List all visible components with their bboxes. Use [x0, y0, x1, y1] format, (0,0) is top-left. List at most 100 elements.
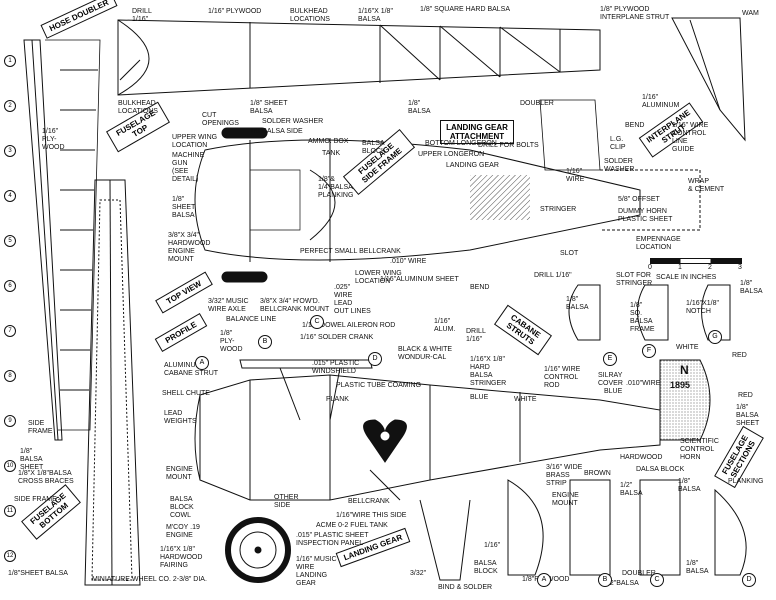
label-red-3: RED: [738, 392, 753, 399]
label-hardwood-engine-mount: 3/8"X 3/4" HARDWOOD ENGINE MOUNT: [168, 232, 211, 263]
label-brass-strip: 3/16" WIDE BRASS STRIP: [546, 464, 583, 487]
label-plastic-inspection: .015" PLASTIC SHEET INSPECTION PANEL: [296, 532, 369, 547]
station-number-2: 2: [4, 100, 16, 112]
station-number-10: 10: [4, 460, 16, 472]
label-plank: PLANK: [326, 396, 349, 403]
label-doubler-2: DOUBLER: [622, 570, 656, 577]
landing-gear-attachment-tag: LANDING GEAR ATTACHMENT: [440, 120, 514, 144]
label-black-white-wondur: BLACK & WHITE WONDUR-CAL: [398, 346, 453, 361]
label-ply-wood-116: 1/16" PLY- WOOD: [42, 128, 65, 151]
label-perfect-bellcrank: PERFECT SMALL BELLCRANK: [300, 248, 401, 255]
scale-bar: [650, 258, 742, 264]
label-bend: BEND: [625, 122, 645, 129]
scale-tick-3: 3: [738, 264, 742, 271]
label-sq-balsa-frame: 1/8" SQ. BALSA FRAME: [630, 302, 655, 333]
label-balsa-planking: 1/8"& 1/4"BALSA PLANKING: [318, 176, 354, 199]
label-shell-chute: SHELL CHUTE: [162, 390, 210, 397]
label-empennage-location: EMPENNAGE LOCATION: [636, 236, 681, 251]
scale-tick-1: 1: [678, 264, 682, 271]
label-balsa-18-d: 1/8" BALSA: [740, 280, 763, 295]
label-miniature-wheel: MINIATURE WHEEL CO. 2-3/8" DIA.: [92, 576, 207, 583]
label-balsa-sheet-18-b: 1/8" BALSA SHEET: [20, 448, 44, 471]
label-side-frame: SIDE FRAME: [28, 420, 53, 435]
section-marker-bottom-a: A: [537, 573, 551, 587]
scale-tick-2: 2: [708, 264, 712, 271]
label-balsa-block-2: BALSA BLOCK: [474, 560, 498, 575]
label-drill-for-bolts: DRILL FOR BOLTS: [478, 142, 539, 149]
label-hard-balsa-stringer: 1/16"X 1/8" HARD BALSA STRINGER: [470, 356, 507, 387]
label-size-116: 1/16": [484, 542, 501, 549]
label-hardwood-fairing: 1/16"X 1/8" HARDWOOD FAIRING: [160, 546, 203, 569]
label-music-wire-gear: 1/16" MUSIC WIRE LANDING GEAR: [296, 556, 337, 587]
label-silray-cover: SILRAY COVER: [598, 372, 623, 387]
station-number-5: 5: [4, 235, 16, 247]
section-marker-a: A: [195, 356, 209, 370]
label-ply-wood-18: 1/8" PLY- WOOD: [220, 330, 243, 353]
label-solder-washer-2: SOLDER WASHER: [604, 158, 635, 173]
label-bulkhead-locations-top: BULKHEAD LOCATIONS: [290, 8, 330, 23]
label-drill-116: DRILL 1/16": [132, 8, 152, 23]
label-tank: TANK: [322, 150, 341, 157]
label-wire-control-line-guide: 1/16" WIRE CONTROL LINE GUIDE: [672, 122, 709, 153]
section-marker-e: E: [603, 352, 617, 366]
section-marker-bottom-b: B: [598, 573, 612, 587]
fuselage-bottom-outline: [84, 179, 141, 586]
rudder-serial: 1895: [670, 380, 691, 390]
label-balsa-sheet-18: 1/8" BALSA SHEET: [736, 404, 760, 427]
label-cut-openings: CUT OPENINGS: [202, 112, 239, 127]
label-balsa-18-b: 1/8" BALSA: [408, 100, 431, 115]
label-balsa-18-c: 1/8" BALSA: [566, 296, 589, 311]
label-upper-wing-location: UPPER WING LOCATION: [172, 134, 218, 149]
label-wire-this-side: 1/16"WIRE THIS SIDE: [336, 512, 407, 519]
label-engine-mount-2: ENGINE MOUNT: [552, 492, 579, 507]
label-slot-for-stringer: SLOT FOR STRINGER: [616, 272, 653, 287]
scale-tick-0: 0: [648, 264, 652, 271]
fuselage-side-top: [117, 19, 601, 96]
label-balsa-12: 1/2" BALSA: [620, 482, 643, 497]
label-sheet-balsa-18: 1/8" SHEET BALSA: [250, 100, 288, 115]
label-size-332: 3/32": [410, 570, 427, 577]
label-alum-116: 1/16" ALUM.: [434, 318, 456, 333]
station-number-3: 3: [4, 145, 16, 157]
label-solder-washer: SOLDER WASHER: [262, 118, 324, 125]
label-square-hard-balsa: 1/8" SQUARE HARD BALSA: [420, 6, 511, 13]
fuselage-top-outline: [23, 39, 63, 441]
station-number-11: 11: [4, 505, 16, 517]
label-planking: PLANKING: [728, 478, 764, 485]
label-mccoy-engine: M'COY .19 ENGINE: [166, 524, 200, 539]
interplane-strut: [671, 17, 746, 142]
station-number-8: 8: [4, 370, 16, 382]
label-blue-2: BLUE: [470, 394, 489, 401]
section-marker-bottom-d: D: [742, 573, 756, 587]
section-marker-d: D: [368, 352, 382, 366]
label-balance-line: BALANCE LINE: [226, 316, 277, 323]
label-hardwood: HARDWOOD: [620, 454, 663, 461]
station-number-4: 4: [4, 190, 16, 202]
label-scientific-control-horn: SCIENTIFIC CONTROL HORN: [680, 438, 719, 461]
label-balsa-18-f: 1/8" BALSA: [686, 560, 709, 575]
label-slot: SLOT: [560, 250, 579, 257]
label-plastic-tube-coaming: PLASTIC TUBE COAMING: [336, 382, 422, 389]
label-wam: WAM: [742, 10, 759, 17]
label-plywood-interplane-strut: 1/8" PLYWOOD INTERPLANE STRUT: [600, 6, 670, 21]
label-bulkhead-locations-side: BULKHEAD LOCATIONS: [118, 100, 158, 115]
section-marker-f: F: [642, 344, 656, 358]
label-doubler: DOUBLER: [520, 100, 554, 107]
top-view-fuselage: [194, 139, 641, 261]
label-balsa-116x18: 1/16"X 1/8" BALSA: [358, 8, 393, 23]
label-balsa-cross-braces: 1/8"X 1/8"BALSA CROSS BRACES: [18, 470, 74, 485]
section-marker-bottom-c: C: [650, 573, 664, 587]
label-lower-wing-location: LOWER WING LOCATION: [355, 270, 402, 285]
label-notch: 1/16"X1/8" NOTCH: [686, 300, 719, 315]
label-offset: 5/8" OFFSET: [618, 196, 660, 203]
label-aluminum-sheet: 1/16"ALUMINUM SHEET: [380, 276, 459, 283]
label-balsa-block-cowl: BALSA BLOCK COWL: [170, 496, 194, 519]
label-other-side: OTHER SIDE: [274, 494, 299, 509]
station-number-9: 9: [4, 415, 16, 427]
label-howd-bellcrank-mount: 3/8"X 3/4" H'OW'D. BELLCRANK MOUNT: [260, 298, 330, 313]
label-fuel-tank: ACME 0-2 FUEL TANK: [316, 522, 388, 529]
label-wire-lead-out: .025" WIRE LEAD OUT LINES: [334, 284, 371, 315]
section-marker-b: B: [258, 335, 272, 349]
label-upper-longeron: UPPER LONGERON: [418, 151, 485, 158]
